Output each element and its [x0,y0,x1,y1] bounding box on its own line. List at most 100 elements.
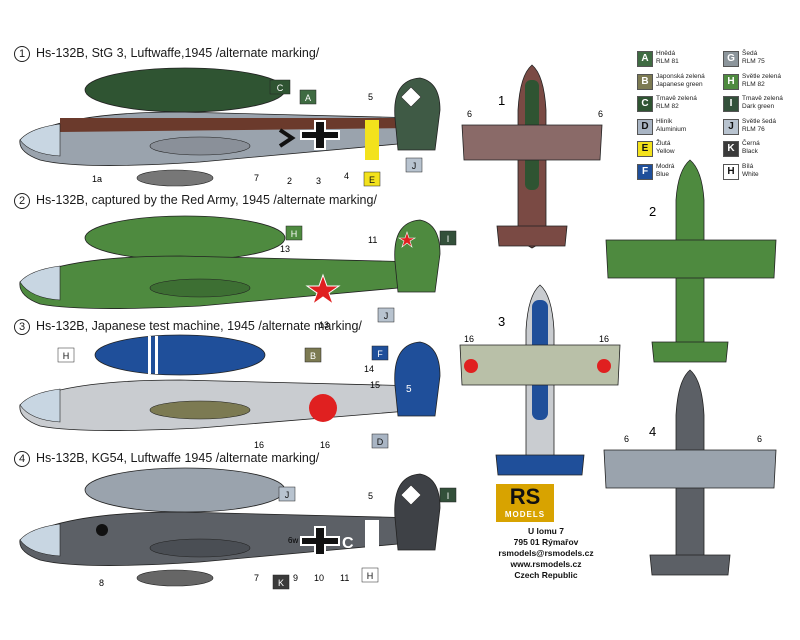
svg-text:E: E [369,175,375,185]
callout-p2-13a: 13 [280,244,290,254]
svg-text:I: I [447,234,450,244]
legend-swatch: K [723,141,739,157]
profile-3-aircraft: B F H D [19,334,441,449]
callout-p3-16a: 16 [254,440,264,450]
callout-p2-11: 11 [368,235,377,245]
legend-swatch: E [637,141,653,157]
address-country: Czech Republic [514,570,578,580]
side-profiles: C A E J 1a 2 3 4 5 7 H I J 11 13 13 [19,67,457,590]
svg-text:I: I [447,491,450,501]
callout-plan1-6a: 6 [467,109,472,119]
callout-p4-5: 5 [368,491,373,501]
svg-text:H: H [63,351,70,361]
svg-text:K: K [278,578,284,588]
callout-plan4-6b: 6 [757,434,762,444]
legend-swatch: G [723,51,739,67]
callout-plan4-6a: 6 [624,434,629,444]
legend-swatch: D [637,118,653,135]
callout-plan3-16a: 16 [464,334,474,344]
callout-p3-16b: 16 [320,440,330,450]
plan-4-bottom [603,369,777,576]
fuselage-code-p4: C [342,535,354,552]
callout-p1-3: 3 [316,176,321,186]
callout-p4-7: 7 [254,573,259,583]
legend-swatch: H [723,163,739,180]
legend-swatch: J [723,118,739,135]
callout-p3-15: 15 [370,380,380,390]
profile-1-number: 1 [14,46,30,62]
profile-2-number: 2 [14,193,30,209]
profile-4-number: 4 [14,451,30,467]
logo-rs: RS [509,484,541,509]
address-email[interactable]: rsmodels@rsmodels.cz [498,548,594,558]
svg-text:H: H [367,571,374,581]
rs-models-logo: RS MODELS [496,484,554,522]
svg-text:D: D [377,437,384,447]
svg-text:J: J [384,311,389,321]
address-website[interactable]: www.rsmodels.cz [510,559,582,569]
address-block: U lomu 7 795 01 Rýmařov rsmodels@rsmodel… [486,526,606,581]
profile-4-aircraft: J I K H [19,467,457,590]
plan-label-4: 4 [649,424,656,439]
plan-2-bottom [605,159,777,363]
legend-swatch: B [637,73,653,90]
legend-swatch: F [637,163,653,180]
address-city: 795 01 Rýmařov [513,537,579,547]
legend-swatch: A [637,51,653,67]
callout-p4-8: 8 [99,578,104,588]
logo-models: MODELS [504,510,546,519]
svg-text:J: J [412,161,417,171]
legend-swatch: H [723,73,739,90]
plan-views: 1 6 6 2 3 16 16 4 6 6 [459,64,777,576]
callout-p4-9: 9 [293,573,298,583]
profile-2-aircraft: H I J [19,215,457,323]
callout-p2-13b: 13 [319,320,329,330]
callout-plan3-16b: 16 [599,334,609,344]
svg-text:A: A [305,93,311,103]
svg-text:H: H [291,229,298,239]
callout-p1-7: 7 [254,173,259,183]
address-street: U lomu 7 [528,526,564,536]
legend-swatch: C [637,96,653,112]
plan-label-3: 3 [498,314,505,329]
callout-p3-14: 14 [364,364,374,374]
tail-code-p3: 5 [406,384,412,395]
callout-p4-10: 10 [314,573,324,583]
callout-p4-11: 11 [340,573,349,583]
plan-1-top [461,64,603,249]
callout-plan1-6b: 6 [598,109,603,119]
callout-1a: 1a [92,174,102,184]
legend-swatch: I [723,96,739,112]
callout-p1-4: 4 [344,171,349,181]
profile-1-aircraft: C A E J [19,67,441,187]
plan-3-top [459,284,621,476]
callout-p1-5: 5 [368,92,373,102]
svg-text:C: C [277,83,284,93]
profile-3-number: 3 [14,319,30,335]
